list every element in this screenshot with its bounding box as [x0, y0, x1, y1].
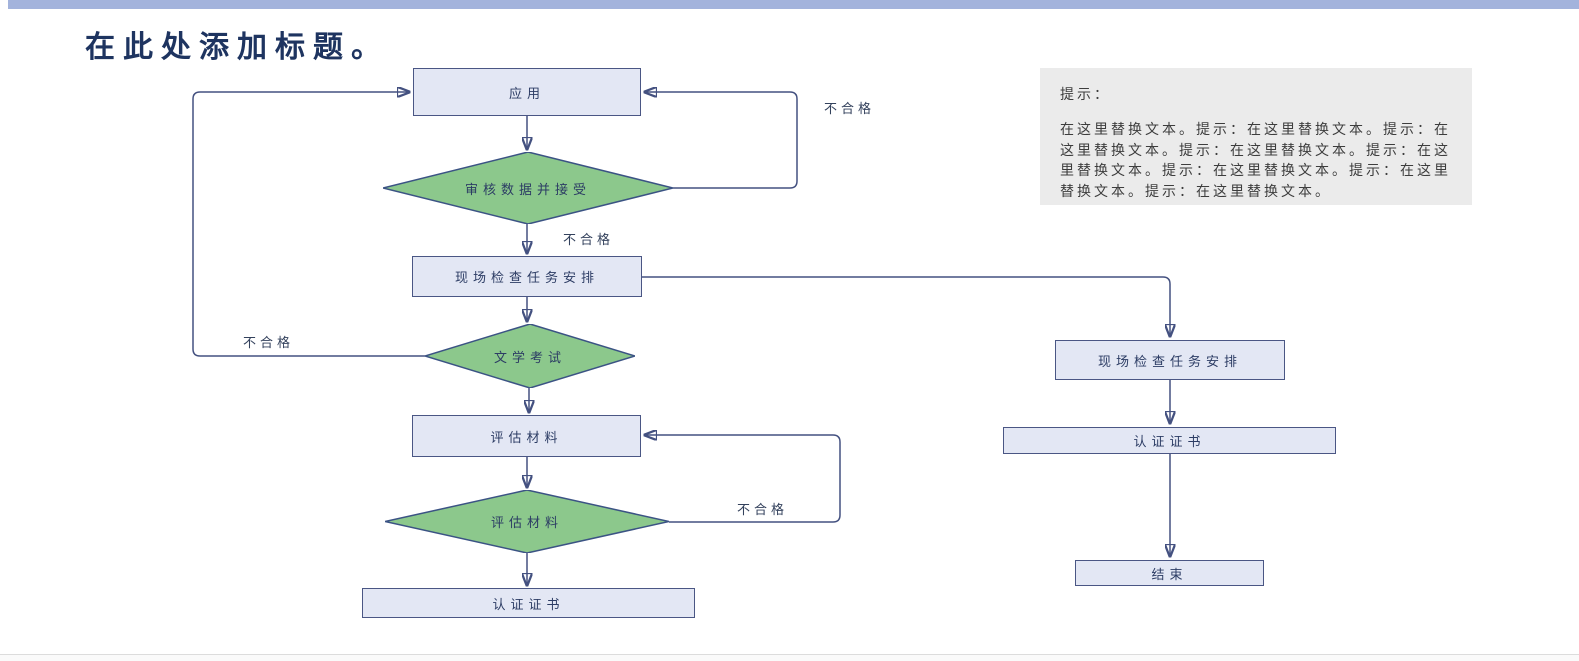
node-evaluate-materials-decision-label: 评估材料	[490, 516, 563, 531]
diamond-shape	[425, 324, 635, 388]
node-cert-right[interactable]: 认证证书	[1003, 427, 1336, 454]
note-body: 在这里替换文本。提示：在这里替换文本。提示：在这里替换文本。提示：在这里替换文本…	[1060, 122, 1451, 201]
node-evaluate-materials-decision[interactable]: 评估材料	[385, 490, 669, 553]
connector-site-inspection-to-right-branch	[642, 276, 1170, 336]
node-cert-left[interactable]: 认证证书	[362, 588, 695, 618]
node-review-accept-label: 审核数据并接受	[464, 182, 591, 198]
node-site-inspection-right-label: 现场检查任务安排	[1097, 354, 1242, 370]
top-accent-bar	[8, 0, 1579, 9]
node-apply-label: 应用	[508, 86, 545, 102]
note-heading: 提示：	[1060, 87, 1111, 103]
node-end-label: 结束	[1151, 567, 1188, 583]
edge-label-fail-below-review: 不合格	[563, 233, 615, 248]
connector-exam-fail-loop	[192, 92, 425, 357]
node-literature-exam-decision[interactable]: 文学考试	[425, 324, 635, 388]
node-end[interactable]: 结束	[1075, 560, 1264, 586]
diagram-title-placeholder[interactable]: 在此处添加标题。	[85, 30, 389, 65]
node-review-accept-decision[interactable]: 审核数据并接受	[383, 152, 673, 224]
node-cert-left-label: 认证证书	[492, 597, 565, 613]
node-literature-exam-label: 文学考试	[493, 350, 566, 366]
node-evaluate-materials-label: 评估材料	[490, 430, 563, 446]
diamond-shape	[383, 152, 673, 224]
node-site-inspection-right[interactable]: 现场检查任务安排	[1055, 340, 1285, 380]
edge-label-fail-left: 不合格	[243, 336, 295, 351]
diamond-shape	[385, 490, 669, 553]
node-site-inspection-left[interactable]: 现场检查任务安排	[412, 256, 642, 297]
node-evaluate-materials[interactable]: 评估材料	[412, 415, 641, 457]
node-apply[interactable]: 应用	[413, 68, 641, 116]
bottom-divider	[0, 654, 1579, 661]
note-placeholder-box[interactable]: 提示： 在这里替换文本。提示：在这里替换文本。提示：在这里替换文本。提示：在这里…	[1040, 68, 1472, 205]
edge-label-fail-top-right: 不合格	[824, 102, 876, 117]
edge-label-fail-bottom-right: 不合格	[737, 503, 789, 518]
node-site-inspection-left-label: 现场检查任务安排	[454, 271, 599, 286]
node-cert-right-label: 认证证书	[1133, 435, 1206, 450]
